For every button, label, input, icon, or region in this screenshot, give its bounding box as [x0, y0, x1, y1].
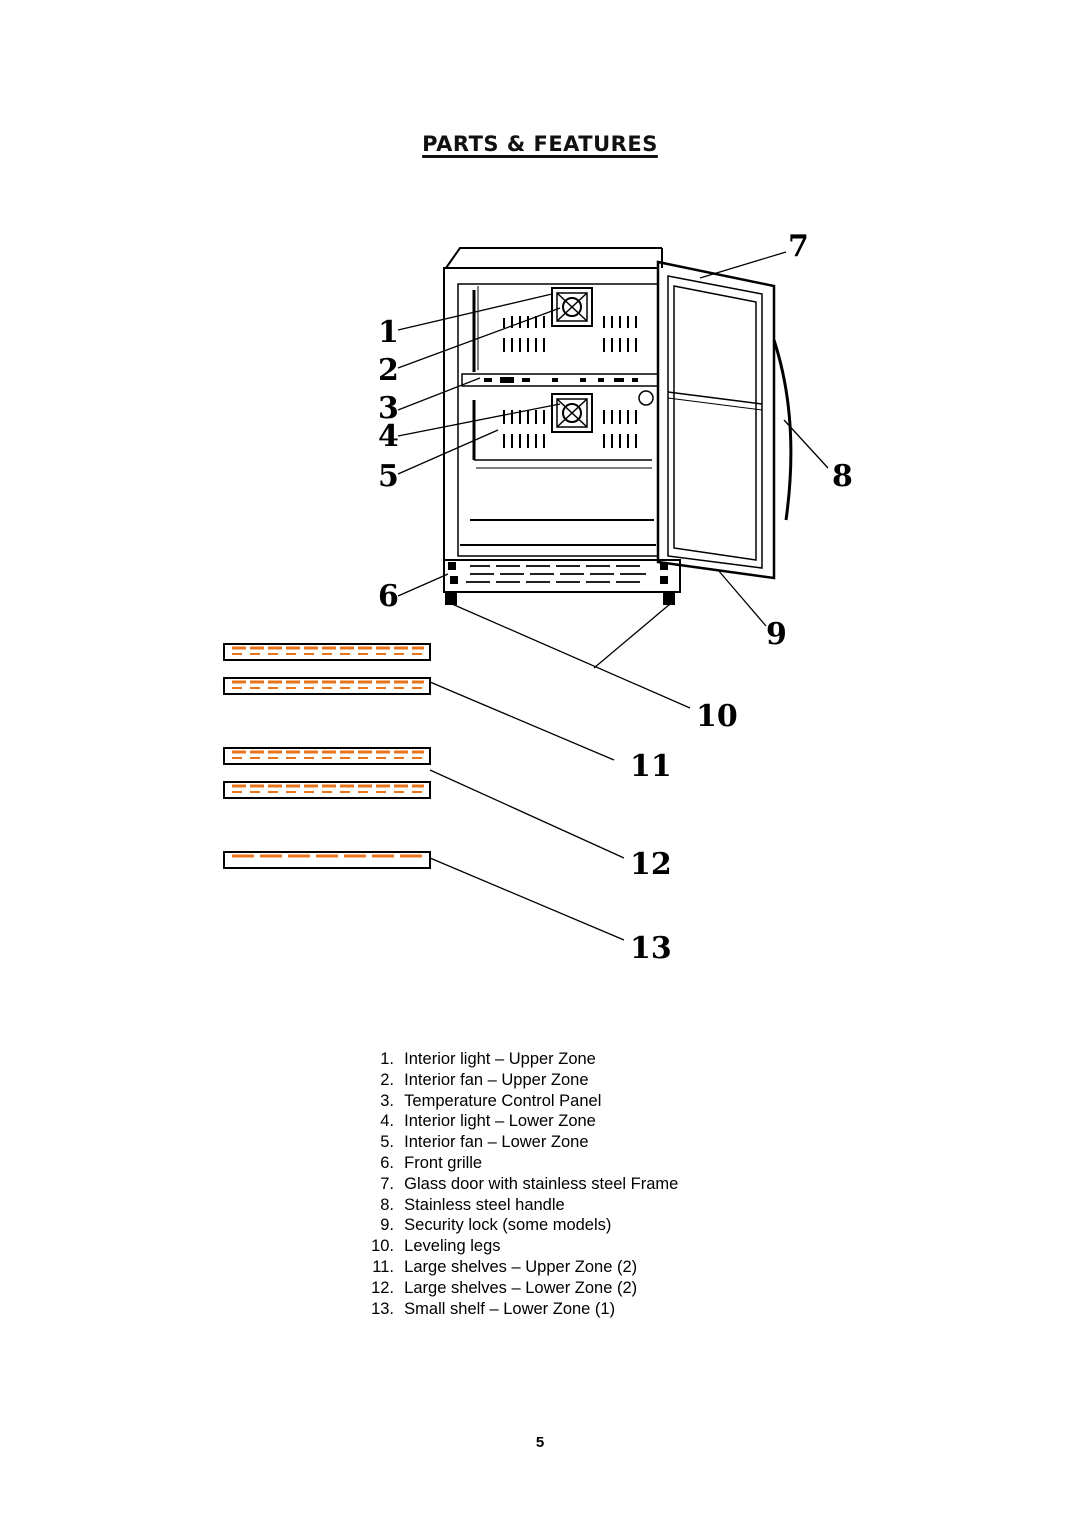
callout-9: 9 [766, 617, 787, 652]
callout-10: 10 [696, 699, 738, 734]
list-item: 10. Leveling legs [371, 1237, 501, 1256]
callout-1: 1 [378, 315, 399, 350]
lower-vent-slots [503, 410, 637, 448]
callout-12: 12 [630, 847, 672, 882]
callout-13: 13 [630, 931, 672, 966]
parts-list: 1. Interior light – Upper Zone 2. Interi… [348, 1049, 678, 1319]
list-item: 4. Interior light – Lower Zone [380, 1112, 596, 1131]
upper-fan [551, 287, 593, 327]
list-item: 12. Large shelves – Lower Zone (2) [371, 1278, 638, 1297]
parts-diagram: 1 2 3 4 5 6 7 8 9 10 11 12 13 [223, 229, 853, 966]
list-item: 13. Small shelf – Lower Zone (1) [371, 1299, 616, 1318]
shelves [223, 643, 431, 869]
list-item: 7. Glass door with stainless steel Frame [380, 1174, 679, 1193]
page-title: PARTS & FEATURES [422, 132, 658, 156]
list-item: 6. Front grille [380, 1153, 483, 1172]
control-buttons [484, 377, 638, 383]
leader-lines [397, 251, 829, 941]
shelf-12b [223, 781, 431, 799]
upper-vent-slots [503, 316, 637, 352]
list-item: 5. Interior fan – Lower Zone [380, 1133, 589, 1152]
callout-4: 4 [378, 419, 399, 454]
shelf-13 [223, 851, 431, 869]
callout-2: 2 [378, 353, 399, 388]
callout-7: 7 [788, 229, 809, 264]
front-grille-slots [466, 565, 646, 583]
callout-6: 6 [378, 579, 399, 614]
shelf-12a [223, 747, 431, 765]
list-item: 9. Security lock (some models) [380, 1216, 612, 1235]
shelf-11b [223, 677, 431, 695]
door-handle [772, 339, 793, 521]
list-item: 3. Temperature Control Panel [380, 1091, 602, 1110]
list-item: 11. Large shelves – Upper Zone (2) [372, 1257, 638, 1276]
callout-3: 3 [378, 391, 399, 426]
shelf-11a [223, 643, 431, 661]
list-item: 2. Interior fan – Upper Zone [380, 1070, 589, 1089]
callout-5: 5 [378, 459, 399, 494]
callout-8: 8 [832, 459, 853, 494]
list-item: 1. Interior light – Upper Zone [380, 1050, 596, 1068]
callout-11: 11 [630, 749, 672, 784]
lower-fan [551, 393, 593, 433]
callout-labels: 1 2 3 4 5 6 7 8 9 10 11 12 13 [378, 229, 853, 966]
cabinet-body [443, 247, 681, 605]
list-item: 8. Stainless steel handle [380, 1195, 565, 1214]
glass-door [656, 260, 776, 580]
page-number: 5 [535, 1434, 545, 1451]
